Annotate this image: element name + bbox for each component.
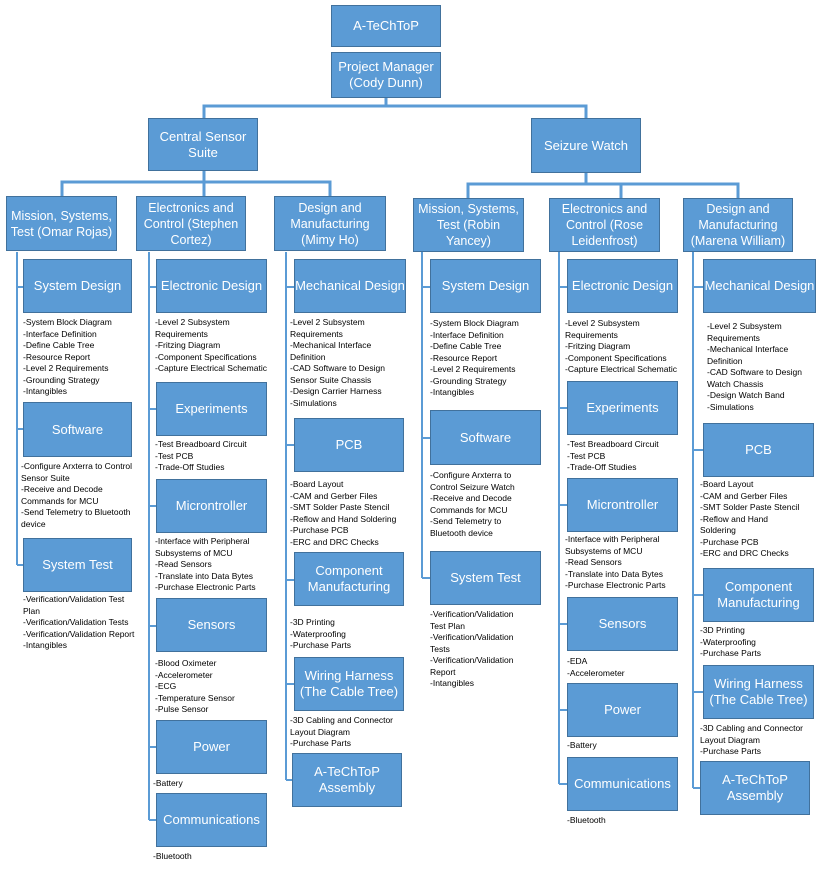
central-pcb-box: PCB: [294, 418, 404, 472]
seizure-electronics-team-box: Electronics and Control (Rose Leidenfros…: [549, 198, 660, 252]
seizure-mechanical-design-tasks: -Level 2 Subsystem Requirements -Mechani…: [707, 321, 802, 412]
central-software-box: Software: [23, 402, 132, 457]
seizure-communications-box: Communications: [567, 757, 678, 811]
central-software-tasks: -Configure Arxterra to Control Sensor Su…: [21, 461, 133, 529]
central-power-tasks: -Battery: [153, 778, 183, 788]
central-electronic-design-tasks: -Level 2 Subsystem Requirements -Fritzin…: [155, 317, 267, 373]
seizure-pcb-tasks: -Board Layout -CAM and Gerber Files -SMT…: [700, 479, 800, 558]
title-box: A-TeChToP: [331, 5, 441, 47]
central-component-manufacturing-tasks: -3D Printing -Waterproofing -Purchase Pa…: [290, 617, 351, 650]
central-electronics-team-box: Electronics and Control (Stephen Cortez): [136, 196, 246, 251]
central-wiring-harness-tasks: -3D Cabling and Connector Layout Diagram…: [290, 715, 394, 748]
central-communications-box: Communications: [156, 793, 267, 847]
central-wiring-harness-box: Wiring Harness (The Cable Tree): [294, 657, 404, 711]
central-system-test-box: System Test: [23, 538, 132, 592]
seizure-microcontroller-box: Microntroller: [567, 478, 678, 532]
central-system-test-tasks: -Verification/Validation Test Plan -Veri…: [23, 594, 135, 650]
seizure-software-box: Software: [430, 410, 541, 465]
central-design-team-box: Design and Manufacturing (Mimy Ho): [274, 196, 386, 251]
central-sensors-box: Sensors: [156, 598, 267, 652]
seizure-system-test-box: System Test: [430, 551, 541, 605]
seizure-component-manufacturing-box: Component Manufacturing: [703, 568, 814, 622]
project-manager-box: Project Manager (Cody Dunn): [331, 52, 441, 98]
central-communications-tasks: -Bluetooth: [153, 851, 192, 861]
seizure-software-tasks: -Configure Arxterra to Control Seizure W…: [430, 470, 515, 538]
central-electronic-design-box: Electronic Design: [156, 259, 267, 313]
seizure-assembly-box: A-TeChToP Assembly: [700, 761, 810, 815]
central-sensors-tasks: -Blood Oximeter -Accelerometer -ECG -Tem…: [155, 658, 235, 714]
seizure-wiring-harness-tasks: -3D Cabling and Connector Layout Diagram…: [700, 723, 804, 756]
seizure-sensors-tasks: -EDA -Accelerometer: [567, 656, 625, 678]
seizure-power-tasks: -Battery: [567, 740, 597, 750]
central-microcontroller-box: Microntroller: [156, 479, 267, 533]
seizure-system-design-tasks: -System Block Diagram -Interface Definit…: [430, 318, 519, 397]
seizure-sensors-box: Sensors: [567, 597, 678, 651]
central-sensor-suite-box: Central Sensor Suite: [148, 118, 258, 171]
central-mechanical-design-box: Mechanical Design: [294, 259, 406, 313]
central-component-manufacturing-box: Component Manufacturing: [294, 552, 404, 606]
seizure-microcontroller-tasks: -Interface with Peripheral Subsystems of…: [565, 534, 666, 590]
seizure-electronic-design-box: Electronic Design: [567, 259, 678, 313]
seizure-system-test-tasks: -Verification/Validation Test Plan -Veri…: [430, 609, 514, 688]
seizure-experiments-box: Experiments: [567, 381, 678, 435]
central-experiments-box: Experiments: [156, 382, 267, 436]
central-assembly-box: A-TeChToP Assembly: [292, 753, 402, 807]
seizure-mechanical-design-box: Mechanical Design: [703, 259, 816, 313]
central-power-box: Power: [156, 720, 267, 774]
seizure-pcb-box: PCB: [703, 423, 814, 477]
central-microcontroller-tasks: -Interface with Peripheral Subsystems of…: [155, 536, 256, 592]
seizure-experiments-tasks: -Test Breadboard Circuit -Test PCB -Trad…: [567, 439, 659, 472]
seizure-watch-box: Seizure Watch: [531, 118, 641, 173]
central-system-design-tasks: -System Block Diagram -Interface Definit…: [23, 317, 112, 396]
seizure-design-team-box: Design and Manufacturing (Marena William…: [683, 198, 793, 252]
seizure-electronic-design-tasks: -Level 2 Subsystem Requirements -Fritzin…: [565, 318, 677, 374]
central-pcb-tasks: -Board Layout -CAM and Gerber Files -SMT…: [290, 479, 397, 547]
seizure-wiring-harness-box: Wiring Harness (The Cable Tree): [703, 665, 814, 719]
central-mechanical-design-tasks: -Level 2 Subsystem Requirements -Mechani…: [290, 317, 385, 408]
central-system-design-box: System Design: [23, 259, 132, 313]
central-experiments-tasks: -Test Breadboard Circuit -Test PCB -Trad…: [155, 439, 247, 472]
seizure-component-manufacturing-tasks: -3D Printing -Waterproofing -Purchase Pa…: [700, 625, 761, 658]
central-mission-team-box: Mission, Systems, Test (Omar Rojas): [6, 196, 117, 251]
seizure-system-design-box: System Design: [430, 259, 541, 313]
seizure-power-box: Power: [567, 683, 678, 737]
seizure-communications-tasks: -Bluetooth: [567, 815, 606, 825]
seizure-mission-team-box: Mission, Systems, Test (Robin Yancey): [413, 198, 524, 252]
